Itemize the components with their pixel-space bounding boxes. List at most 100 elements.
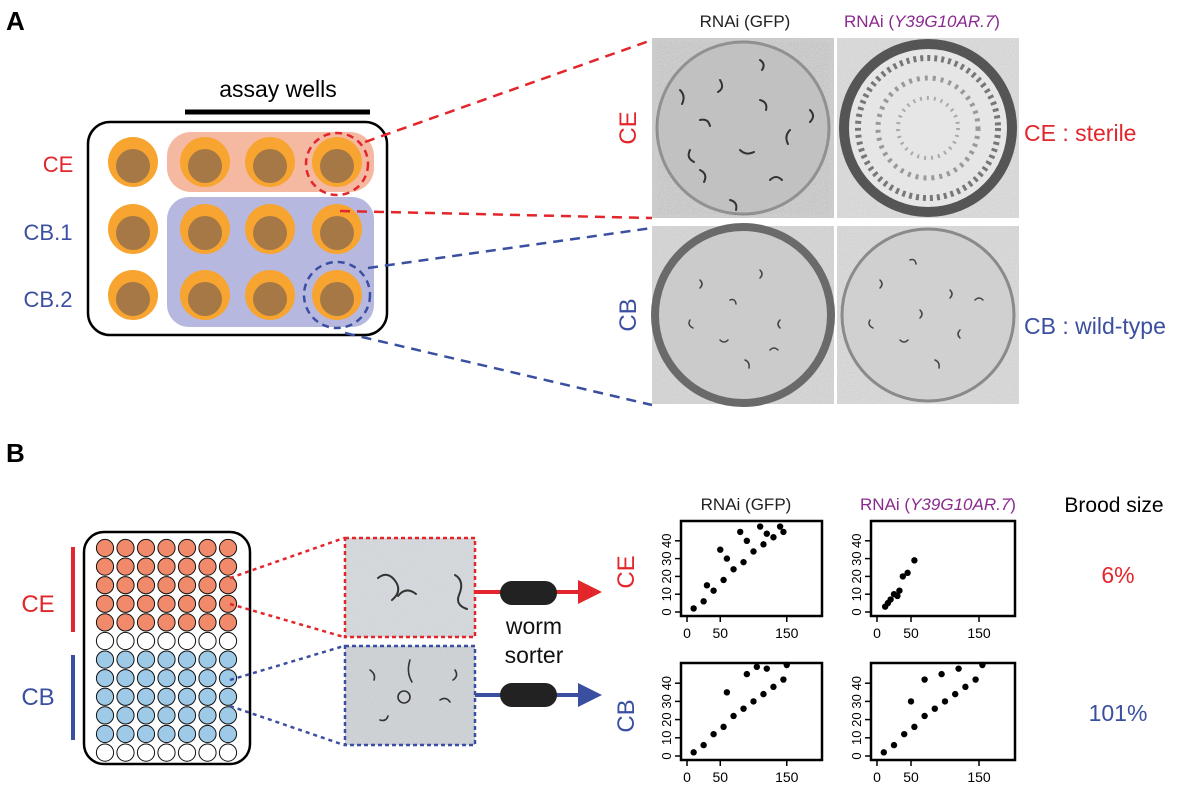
a-side-cb: CB bbox=[615, 298, 642, 331]
sorter-capsule-cb bbox=[500, 683, 557, 707]
micrograph-cb-target bbox=[837, 226, 1019, 404]
data-point bbox=[780, 676, 787, 683]
plate-well bbox=[218, 631, 238, 651]
plot-frame bbox=[679, 661, 824, 762]
result-ce: CE : sterile bbox=[1024, 120, 1136, 146]
data-point bbox=[979, 661, 986, 669]
plate-well bbox=[116, 650, 135, 669]
data-point bbox=[750, 698, 757, 705]
data-point bbox=[931, 705, 938, 712]
plate-well bbox=[198, 613, 217, 632]
plate-well bbox=[218, 613, 238, 632]
plate-well bbox=[198, 631, 217, 651]
y-tick-label: 20 bbox=[659, 569, 674, 583]
x-tick-label: 150 bbox=[967, 625, 991, 641]
plate-label-cb: CB bbox=[21, 684, 54, 711]
plate-well bbox=[157, 706, 176, 725]
plate-well bbox=[116, 576, 135, 595]
zoom-lines-b bbox=[229, 536, 345, 747]
plate-well bbox=[177, 557, 197, 576]
panel-b-label: B bbox=[6, 438, 25, 468]
data-point bbox=[941, 698, 949, 705]
data-point bbox=[952, 690, 959, 698]
data-point bbox=[911, 723, 918, 731]
data-point bbox=[723, 689, 731, 696]
data-point bbox=[720, 576, 727, 584]
plate-well bbox=[136, 724, 156, 744]
plate-well bbox=[177, 706, 197, 725]
plate-well bbox=[218, 687, 238, 706]
plate-well bbox=[157, 743, 176, 762]
y-tick-label: 40 bbox=[659, 676, 674, 690]
plate-well bbox=[157, 687, 176, 706]
plate-well bbox=[95, 706, 115, 725]
y-tick-label: 0 bbox=[849, 608, 864, 615]
data-point bbox=[783, 661, 790, 669]
plate-well bbox=[136, 594, 156, 613]
data-point bbox=[700, 598, 707, 605]
b-col-gfp: RNAi (GFP) bbox=[701, 495, 792, 514]
y-tick-label: 30 bbox=[659, 694, 674, 708]
data-point bbox=[776, 523, 784, 530]
data-point bbox=[740, 558, 747, 566]
plate-96-wells bbox=[95, 538, 238, 762]
plate-well bbox=[157, 557, 176, 576]
plate-well bbox=[218, 669, 238, 688]
data-point bbox=[955, 665, 962, 672]
x-tick-label: 50 bbox=[903, 769, 919, 785]
data-point bbox=[730, 566, 737, 573]
y-tick-label: 0 bbox=[659, 752, 674, 759]
plate-well bbox=[218, 557, 238, 576]
y-tick-label: 20 bbox=[849, 712, 864, 726]
a-col-target: RNAi (Y39G10AR.7) bbox=[844, 12, 1000, 31]
plate-well bbox=[198, 669, 217, 688]
brood-cb: 101% bbox=[1089, 700, 1148, 726]
plate-well bbox=[177, 576, 197, 595]
b-side-cb: CB bbox=[613, 699, 640, 732]
micrograph-b-cb bbox=[343, 644, 477, 747]
plate-well bbox=[95, 631, 115, 651]
plate-well bbox=[136, 650, 156, 669]
y-tick-label: 0 bbox=[659, 608, 674, 615]
plate-well bbox=[198, 557, 217, 576]
well bbox=[108, 270, 158, 320]
data-point bbox=[763, 530, 770, 537]
plot-frame bbox=[869, 519, 1017, 618]
data-point bbox=[907, 698, 915, 705]
data-point bbox=[700, 741, 707, 749]
sorter-label-2: sorter bbox=[505, 642, 564, 668]
plate-well bbox=[218, 743, 238, 762]
well bbox=[180, 137, 230, 187]
plate-well bbox=[116, 687, 135, 706]
x-tick-label: 0 bbox=[683, 625, 691, 641]
plate-well bbox=[198, 538, 217, 558]
data-point bbox=[743, 537, 751, 544]
plate-well bbox=[198, 706, 217, 725]
data-point bbox=[730, 712, 737, 720]
plate-well bbox=[136, 669, 156, 688]
plate-well bbox=[95, 613, 115, 632]
well bbox=[245, 270, 295, 320]
data-point bbox=[887, 596, 894, 603]
well-grid-a bbox=[108, 137, 362, 320]
x-tick-label: 50 bbox=[712, 625, 728, 641]
plate-well bbox=[95, 724, 115, 744]
plate-well bbox=[157, 538, 176, 558]
a-col-gfp: RNAi (GFP) bbox=[700, 12, 791, 31]
y-tick-label: 10 bbox=[659, 731, 674, 745]
brood-ce: 6% bbox=[1101, 562, 1134, 588]
ce-selected-well-ring bbox=[304, 131, 370, 197]
x-tick-label: 0 bbox=[873, 769, 881, 785]
plate-well bbox=[116, 631, 135, 651]
plate-well bbox=[218, 594, 238, 613]
zoom-lines-a bbox=[339, 38, 653, 407]
data-point bbox=[743, 670, 751, 678]
data-point bbox=[750, 548, 757, 555]
plate-well bbox=[198, 650, 217, 669]
well bbox=[180, 204, 230, 254]
x-tick-label: 150 bbox=[775, 625, 799, 641]
plot-frame bbox=[869, 661, 1017, 762]
data-point bbox=[690, 605, 697, 612]
plate-well bbox=[136, 557, 156, 576]
